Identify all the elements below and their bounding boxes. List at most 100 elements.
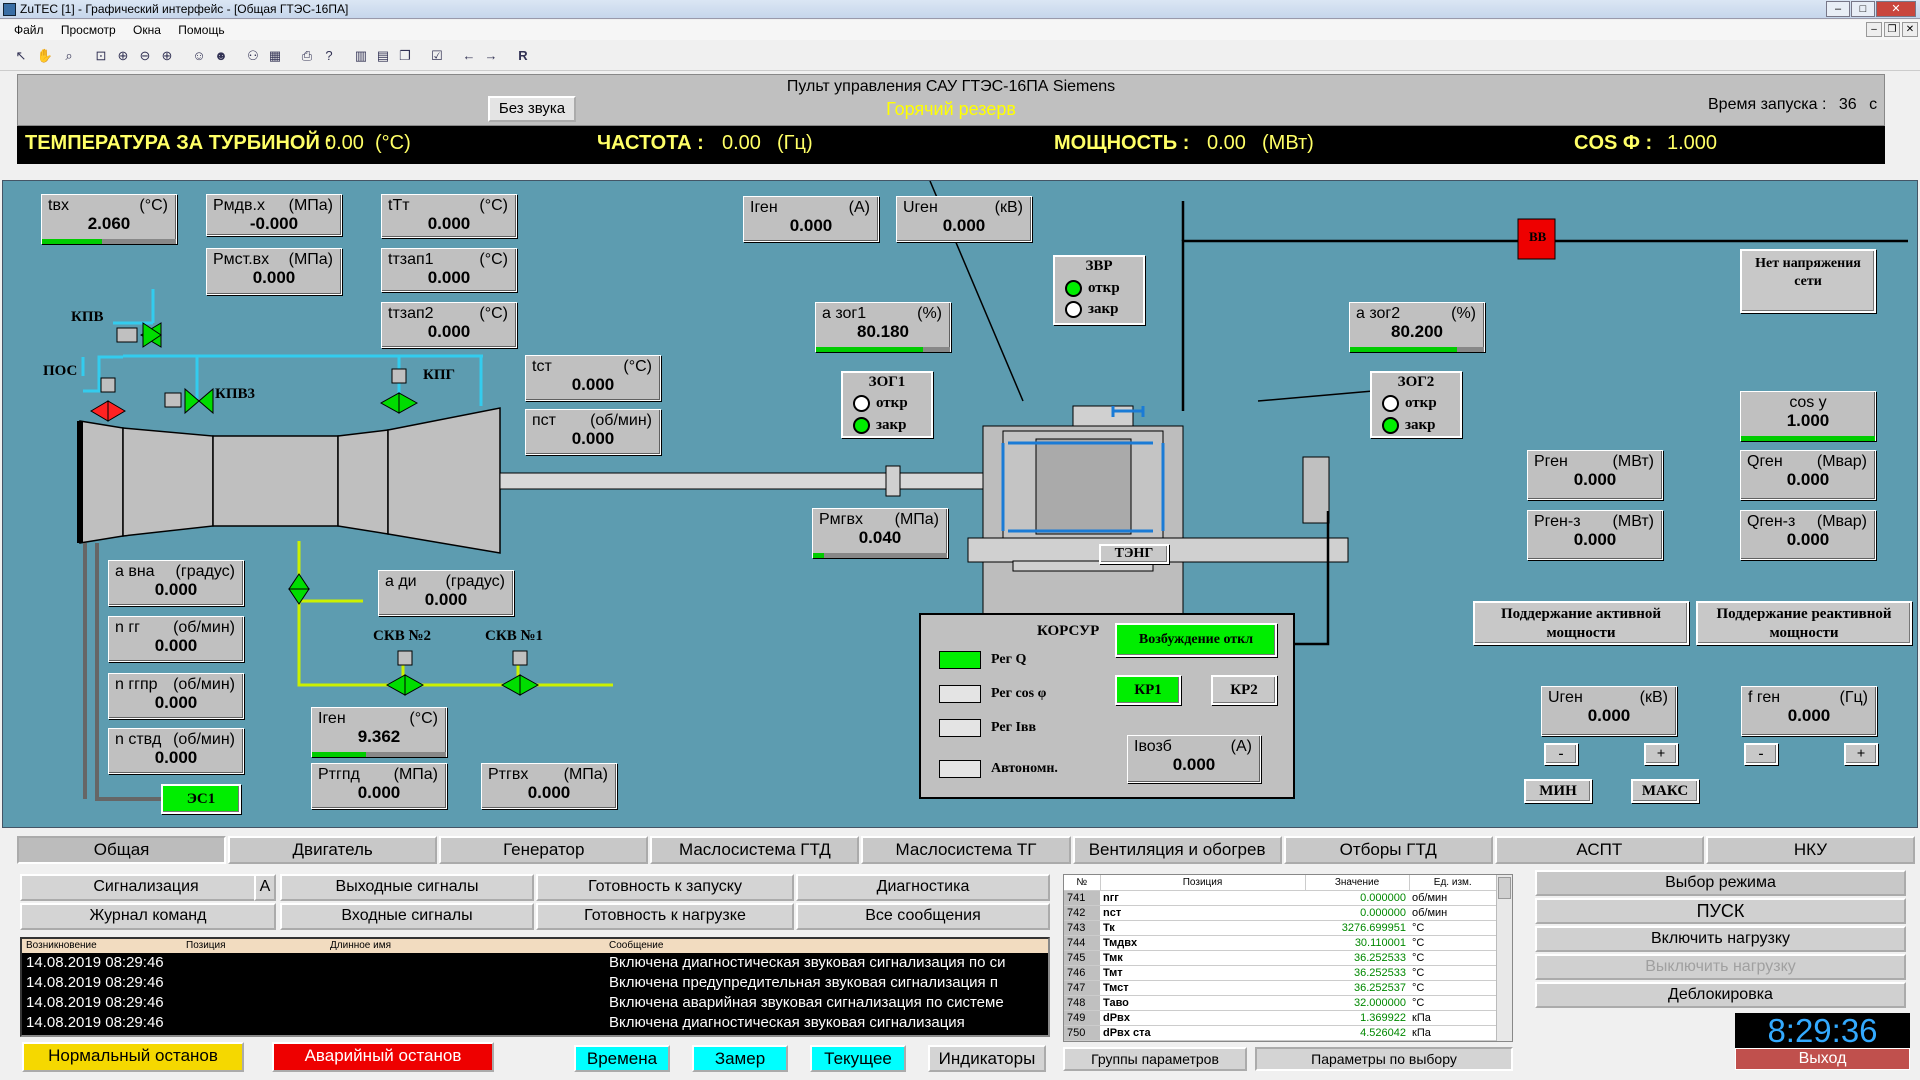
menu-view[interactable]: Просмотр: [60, 23, 116, 37]
tab-ventilation[interactable]: Вентиляция и обогрев: [1072, 836, 1282, 864]
valve-skv2[interactable]: [385, 650, 425, 696]
user-remove-icon[interactable]: ☻: [214, 48, 228, 63]
a-button[interactable]: А: [254, 874, 276, 901]
menu-windows[interactable]: Окна: [133, 23, 161, 37]
tab-general[interactable]: Общая: [17, 836, 227, 864]
kr2-button[interactable]: КР2: [1211, 675, 1277, 705]
reg-ivv-checkbox[interactable]: [939, 719, 981, 737]
param-select-button[interactable]: Параметры по выбору: [1255, 1047, 1513, 1071]
support-reactive-button[interactable]: Поддержание реактивной мощности: [1696, 601, 1912, 645]
valve-kpv[interactable]: [116, 322, 162, 348]
signaling-button[interactable]: Сигнализация: [20, 874, 272, 901]
zoom-out-icon[interactable]: ⊖: [139, 48, 151, 63]
grid-icon[interactable]: ▦: [268, 48, 282, 63]
back-arrow-icon[interactable]: ←: [462, 48, 476, 63]
excitation-button[interactable]: Возбуждение откл: [1115, 623, 1277, 657]
exit-button[interactable]: Выход: [1735, 1048, 1910, 1070]
r-button[interactable]: R: [518, 48, 528, 63]
tab-aspt[interactable]: АСПТ: [1494, 836, 1704, 864]
vv-breaker[interactable]: [1517, 218, 1556, 260]
minimize-button[interactable]: –: [1826, 1, 1850, 17]
measure-button[interactable]: Замер: [692, 1045, 788, 1072]
load-on-button[interactable]: Включить нагрузку: [1535, 926, 1906, 952]
command-journal-button[interactable]: Журнал команд: [20, 903, 276, 930]
menu-help[interactable]: Помощь: [178, 23, 225, 37]
layout-vertical-icon[interactable]: ▥: [354, 48, 368, 63]
output-signals-button[interactable]: Выходные сигналы: [280, 874, 534, 901]
hand-icon[interactable]: ✋: [36, 48, 54, 63]
unlock-button[interactable]: Деблокировка: [1535, 982, 1906, 1008]
users-icon[interactable]: ☺: [192, 48, 206, 63]
ready-start-button[interactable]: Готовность к запуску: [536, 874, 794, 901]
current-button[interactable]: Текущее: [810, 1045, 906, 1072]
kr1-button[interactable]: КР1: [1115, 675, 1181, 705]
ugen-plus-button[interactable]: +: [1644, 743, 1678, 765]
close-button[interactable]: ✕: [1876, 1, 1916, 17]
normal-stop-button[interactable]: Нормальный останов: [22, 1042, 244, 1072]
mdi-minimize-button[interactable]: –: [1866, 22, 1882, 37]
mdi-restore-button[interactable]: ❐: [1884, 22, 1900, 37]
forward-arrow-icon[interactable]: →: [484, 48, 498, 63]
zoom-fit-icon[interactable]: ⊕: [117, 48, 129, 63]
param-scrollbar[interactable]: [1496, 875, 1512, 1041]
maximize-button[interactable]: □: [1851, 1, 1875, 17]
reg-q-checkbox[interactable]: [939, 651, 981, 669]
binoculars-icon[interactable]: ⚇: [247, 48, 259, 63]
load-off-button[interactable]: Выключить нагрузку: [1535, 954, 1906, 980]
emergency-stop-button[interactable]: Аварийный останов: [272, 1042, 494, 1072]
param-groups-button[interactable]: Группы параметров: [1063, 1047, 1247, 1071]
event-log[interactable]: Возникновение Позиция Длинное имя Сообще…: [20, 937, 1050, 1037]
tab-nku[interactable]: НКУ: [1705, 836, 1915, 864]
start-button[interactable]: ПУСК: [1535, 898, 1906, 924]
search-icon[interactable]: ⌕: [65, 48, 73, 63]
menu-file[interactable]: Файл: [14, 23, 44, 37]
print-icon[interactable]: ⎙: [301, 48, 313, 63]
tab-bleed[interactable]: Отборы ГТД: [1283, 836, 1493, 864]
mute-sound-button[interactable]: Без звука: [488, 96, 576, 122]
valve-gas[interactable]: [288, 573, 310, 605]
valve-skv1[interactable]: [500, 650, 540, 696]
auto-checkbox[interactable]: [939, 760, 981, 778]
tab-generator[interactable]: Генератор: [439, 836, 649, 864]
valve-kpv3[interactable]: [164, 387, 214, 415]
check-window-icon[interactable]: ☑: [431, 48, 443, 63]
help-icon[interactable]: ?: [325, 48, 333, 63]
valve-pos[interactable]: [90, 377, 126, 422]
mdi-close-button[interactable]: ✕: [1902, 22, 1918, 37]
diagnostics-button[interactable]: Диагностика: [796, 874, 1050, 901]
windows-icon[interactable]: ❐: [399, 48, 411, 63]
times-button[interactable]: Времена: [574, 1045, 670, 1072]
fgen-plus-button[interactable]: +: [1844, 743, 1878, 765]
layout-horizontal-icon[interactable]: ▤: [376, 48, 390, 63]
zoom-in-icon[interactable]: ⊕: [161, 48, 173, 63]
tab-oil-tg[interactable]: Маслосистема ТГ: [861, 836, 1071, 864]
fgen-minus-button[interactable]: -: [1744, 743, 1778, 765]
zoom-actual-icon[interactable]: ⊡: [95, 48, 107, 63]
tab-engine[interactable]: Двигатель: [228, 836, 438, 864]
reg-cos-checkbox[interactable]: [939, 685, 981, 703]
all-messages-button[interactable]: Все сообщения: [796, 903, 1050, 930]
valve-kpg[interactable]: [379, 368, 419, 414]
indicators-button[interactable]: Индикаторы: [928, 1045, 1046, 1072]
mode-select-button[interactable]: Выбор режима: [1535, 870, 1906, 896]
pointer-icon[interactable]: ↖: [15, 48, 27, 63]
min-button[interactable]: МИН: [1524, 779, 1592, 803]
ready-load-button[interactable]: Готовность к нагрузке: [536, 903, 794, 930]
max-button[interactable]: МАКС: [1631, 779, 1699, 803]
tab-oil-gtd[interactable]: Маслосистема ГТД: [650, 836, 860, 864]
param-scroll-thumb[interactable]: [1498, 877, 1511, 899]
input-signals-button[interactable]: Входные сигналы: [280, 903, 534, 930]
es1-button[interactable]: ЭС1: [161, 784, 241, 814]
